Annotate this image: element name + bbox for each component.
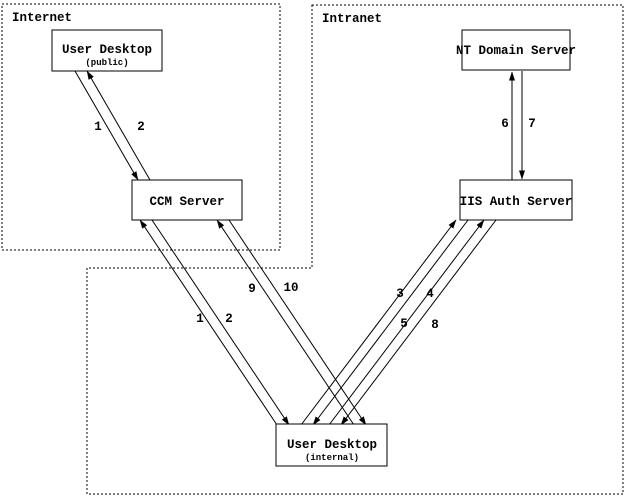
arrow-2-ccm-to-internal-desktop: [151, 219, 290, 426]
nt-domain-server-box: [461, 29, 571, 71]
flow-label-2-internal: 2: [225, 312, 233, 326]
arrow-10-ccm-to-internal-desktop: [228, 219, 367, 426]
arrow-8-iis-to-internal-desktop: [340, 219, 497, 426]
flow-label-2-public: 2: [137, 120, 145, 134]
intranet-zone-label: Intranet: [322, 12, 382, 26]
ccm-server-box: [131, 179, 243, 221]
flow-label-3: 3: [396, 287, 404, 301]
arrow-4-iis-to-internal-desktop: [312, 219, 469, 426]
internet-zone-label: Internet: [12, 11, 72, 25]
nt-domain-server-label: NT Domain Server: [456, 44, 576, 58]
user-desktop-public-label: User Desktop: [62, 43, 152, 57]
iis-auth-server-box: [459, 179, 573, 221]
flow-label-7: 7: [528, 117, 536, 131]
arrow-3-internal-desktop-to-iis: [300, 219, 457, 426]
user-desktop-internal-label: User Desktop: [287, 438, 377, 452]
arrow-2-ccm-to-public-desktop: [86, 70, 151, 181]
arrow-1-internal-desktop-to-ccm: [139, 219, 278, 426]
flow-label-5: 5: [400, 317, 408, 331]
intranet-zone-outline: [86, 4, 624, 495]
arrow-1-public-desktop-to-ccm: [74, 70, 139, 181]
user-desktop-public-sublabel: (public): [85, 58, 128, 68]
arrow-9-internal-desktop-to-ccm: [216, 219, 355, 426]
flow-label-10: 10: [283, 281, 298, 295]
flow-label-6: 6: [501, 117, 509, 131]
flow-label-9: 9: [248, 282, 256, 296]
iis-auth-server-label: IIS Auth Server: [460, 195, 573, 209]
user-desktop-internal-box: [275, 423, 388, 467]
flow-label-1-internal: 1: [196, 312, 204, 326]
arrow-5-internal-desktop-to-iis: [328, 219, 485, 426]
user-desktop-public-box: [51, 29, 163, 72]
ccm-server-label: CCM Server: [149, 195, 224, 209]
flow-label-4: 4: [426, 287, 434, 301]
internet-zone-outline: [1, 3, 281, 251]
flow-label-1-public: 1: [94, 120, 102, 134]
flow-label-8: 8: [431, 318, 439, 332]
user-desktop-internal-sublabel: (internal): [305, 453, 359, 463]
